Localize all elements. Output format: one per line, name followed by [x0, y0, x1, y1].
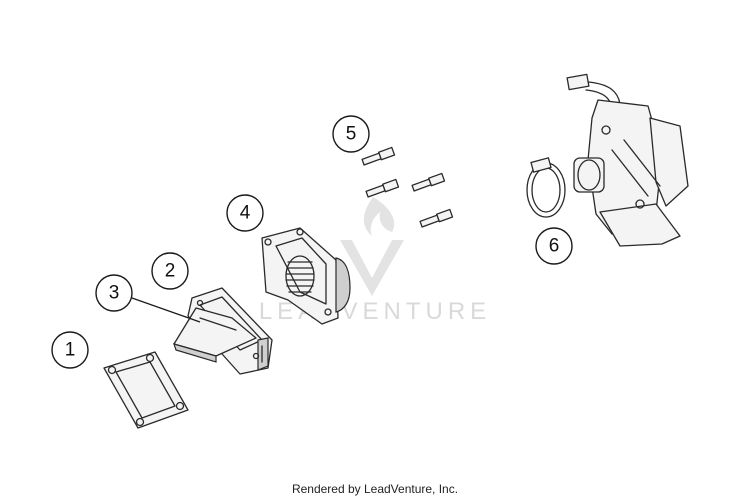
callout-2[interactable]: 2 — [151, 252, 189, 290]
callout-3[interactable]: 3 — [95, 274, 201, 323]
callout-1[interactable]: 1 — [51, 331, 89, 369]
carburetor-part — [566, 73, 689, 247]
callout-5[interactable]: 5 — [332, 115, 370, 153]
bolt — [361, 146, 396, 166]
intake-flange-part — [261, 227, 351, 325]
hose-clamp-part — [526, 157, 566, 218]
callout-2-label: 2 — [165, 261, 176, 282]
watermark-flame-logo — [340, 197, 404, 296]
bolt — [411, 172, 446, 192]
callout-5-label: 5 — [346, 124, 357, 145]
bolts-part — [361, 146, 454, 228]
flange-grille — [285, 255, 315, 297]
gasket-part — [103, 351, 189, 429]
callout-6-label: 6 — [549, 236, 560, 257]
callout-4-label: 4 — [240, 203, 251, 224]
callout-1-label: 1 — [65, 340, 76, 361]
render-credit: Rendered by LeadVenture, Inc. — [291, 482, 459, 496]
callout-3-leader-line — [131, 297, 201, 323]
bolt — [365, 178, 400, 198]
callout-4[interactable]: 4 — [226, 194, 264, 232]
callout-6[interactable]: 6 — [535, 227, 573, 265]
callouts: 1 2 3 4 5 6 — [51, 115, 573, 369]
leadventure-watermark: LEADVENTURE — [259, 197, 486, 325]
bolt — [419, 208, 454, 228]
callout-3-label: 3 — [109, 283, 120, 304]
